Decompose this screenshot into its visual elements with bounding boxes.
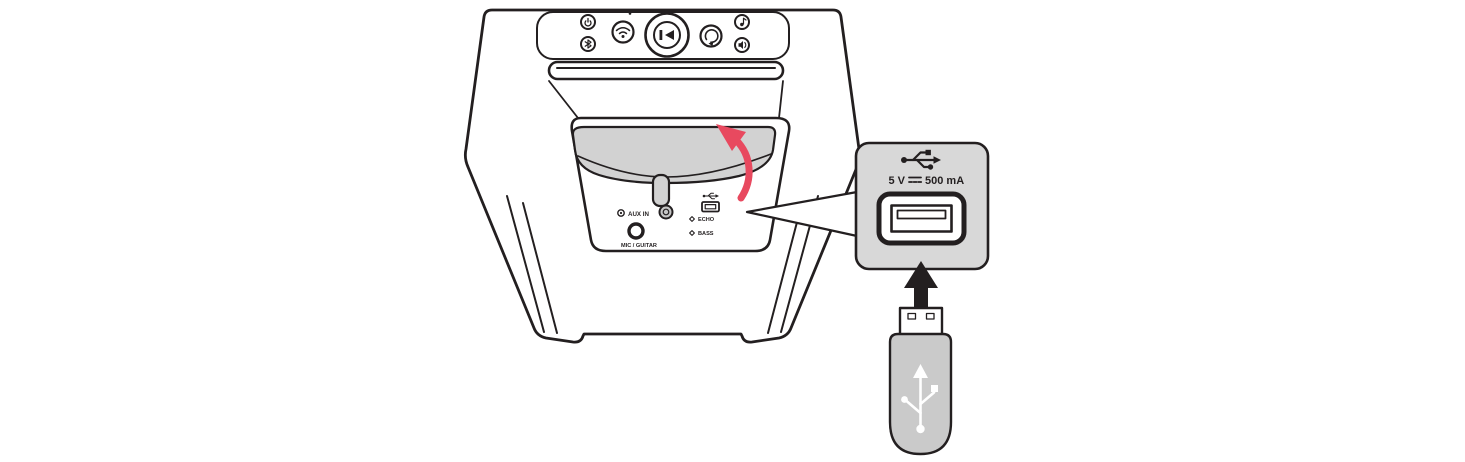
bluetooth-icon <box>584 39 592 49</box>
compartment-flap <box>571 125 777 208</box>
music-note-icon <box>740 17 747 27</box>
bass-indicator: BASS <box>689 230 714 237</box>
gear-icon <box>617 209 625 217</box>
usb-port-graphic <box>876 191 967 246</box>
usb-flash-drive <box>888 306 953 456</box>
face-edge-right <box>778 80 784 119</box>
wifi-icon <box>615 27 631 38</box>
echo-indicator: ECHO <box>689 216 715 223</box>
echo-label: ECHO <box>698 217 715 223</box>
usb-port <box>701 192 720 213</box>
usb-drive-trident-icon <box>901 364 938 434</box>
control-panel <box>536 11 790 60</box>
voltage-label: 5 V <box>888 175 905 187</box>
mic-guitar-label: MIC / GUITAR <box>621 243 657 249</box>
handle-slot <box>547 60 785 81</box>
power-button <box>580 14 596 30</box>
compartment-outline <box>570 116 791 253</box>
wireless-button <box>611 20 635 44</box>
face-edge-left <box>548 80 579 119</box>
play-pause-icon <box>659 30 674 40</box>
mic-guitar-jack: MIC / GUITAR <box>621 222 657 249</box>
dc-symbol-icon <box>908 176 923 183</box>
usb-drive-connector <box>898 306 944 337</box>
open-flap-arrow-icon <box>716 124 753 202</box>
speaker-icon <box>738 41 747 49</box>
mode-button <box>699 24 723 48</box>
usb-mini-trident-icon <box>702 192 719 200</box>
callout-box: 5 V 500 mA <box>854 141 990 271</box>
flap-pull-tab <box>651 173 671 208</box>
power-icon <box>584 17 592 27</box>
repeat-icon <box>704 29 719 46</box>
usb-trident-icon <box>901 149 941 170</box>
aux-label: AUX IN <box>628 211 650 218</box>
speaker-illustration: AUX IN MIC / GUITAR <box>463 8 862 344</box>
insert-up-arrow-icon <box>904 261 938 307</box>
play-pause-knob <box>644 12 690 58</box>
music-button <box>734 14 750 30</box>
power-spec-label: 5 V 500 mA <box>888 175 964 187</box>
aux-input: AUX IN <box>617 209 650 218</box>
volume-button <box>734 37 750 53</box>
current-label: 500 mA <box>925 175 964 187</box>
control-panel-plate <box>536 11 790 60</box>
bass-label: BASS <box>698 231 714 237</box>
level-knob <box>658 204 674 220</box>
connection-panel: AUX IN MIC / GUITAR <box>617 192 720 249</box>
bluetooth-button <box>580 36 596 52</box>
speaker-legs <box>506 195 819 334</box>
status-led <box>628 12 632 15</box>
